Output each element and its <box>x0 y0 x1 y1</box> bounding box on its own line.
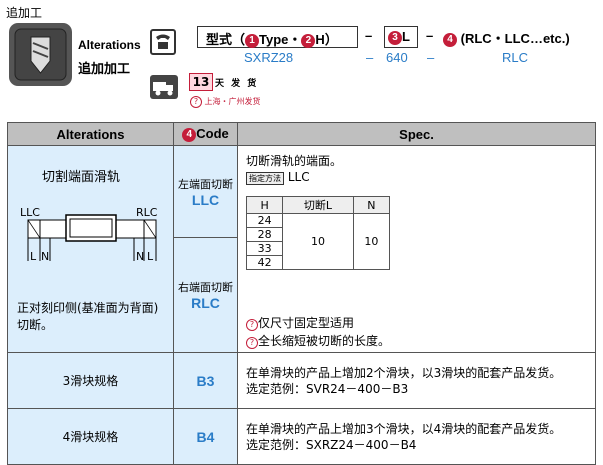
sub-header-l: 切断L <box>282 196 354 214</box>
example-model: SXRZ28 <box>244 50 294 65</box>
shipping-sub: ? 上海・广州发货 <box>190 96 261 108</box>
circle-2: 2 <box>301 34 316 48</box>
shipping-days: 13 <box>189 73 213 91</box>
diagram-l-left: L <box>30 250 37 263</box>
spec-example: 选定范例：SXRZ24－400－B4 <box>246 437 417 452</box>
circle-4: 4 <box>443 33 457 47</box>
code-cell-rlc: 右端面切断 RLC <box>173 237 238 353</box>
header-alterations: Alterations <box>7 122 174 146</box>
alteration-note: 正对刻印侧(基准面为背面)切断。 <box>17 301 159 332</box>
spec-line1: 切断滑轨的端面。 <box>246 154 343 168</box>
table-row: 右端面切断 RLC <box>8 237 596 353</box>
diagram-l-right: L <box>147 250 154 263</box>
code-value-llc: LLC <box>191 191 220 208</box>
spec-method: 指定方法 LLC <box>246 170 310 185</box>
spec-text: 在单滑块的产品上增加3个滑块，以4滑块的配套产品发货。 <box>246 421 562 436</box>
spec-tag: 指定方法 <box>246 172 284 185</box>
tab-label: 追加工 <box>6 6 43 20</box>
example-length: 640 <box>386 50 408 65</box>
alteration-icon <box>9 23 72 86</box>
header-code-circle: 4 <box>182 128 197 142</box>
spec-note-2: ?全长缩短被切断的长度。 <box>246 332 390 349</box>
spec-example: 选定范例：SVR24－400－B3 <box>246 381 409 396</box>
spec-cell: 在单滑块的产品上增加2个滑块，以3滑块的配套产品发货。 选定范例：SVR24－4… <box>237 352 596 409</box>
table-row: 3滑块规格 B3 在单滑块的产品上增加2个滑块，以3滑块的配套产品发货。 选定范… <box>7 352 596 409</box>
diagram-rlc: RLC <box>136 206 158 219</box>
truck-icon <box>150 75 178 99</box>
header-title-en: Alterations <box>78 38 141 52</box>
example-dash-1: – <box>366 50 374 65</box>
format-options: 4 (RLC・LLC…etc.) <box>443 28 570 47</box>
shipping-label: 天 发 货 <box>215 79 259 89</box>
sub-cell-l: 10 <box>282 213 354 270</box>
diagram-n-left: N <box>41 250 50 263</box>
table-row: 4滑块规格 B4 在单滑块的产品上增加3个滑块，以4滑块的配套产品发货。 选定范… <box>7 408 596 465</box>
code-label-rlc: 右端面切断 <box>178 281 233 294</box>
table-row: 切割端面滑轨 LLC RLC <box>7 145 596 353</box>
rail-diagram: LLC RLC L N N L <box>20 206 165 276</box>
header-title-cn: 追加加工 <box>78 62 131 77</box>
code-value-b4: B4 <box>173 408 238 465</box>
alteration-cell: 4滑块规格 <box>7 408 174 465</box>
sub-cell-h: 33 <box>245 241 284 256</box>
example-dash-2: – <box>427 50 435 65</box>
note-pin-icon: ? <box>246 319 258 331</box>
diagram-n-right: N <box>136 250 145 263</box>
sub-cell-h: 42 <box>245 255 284 270</box>
phone-icon <box>150 29 176 55</box>
sub-cell-h: 24 <box>245 213 284 228</box>
sub-cell-n: 10 <box>352 213 391 270</box>
spec-note-1: ?仅尺寸固定型适用 <box>246 314 354 331</box>
alteration-title: 切割端面滑轨 <box>42 170 121 185</box>
spec-cell: 在单滑块的产品上增加3个滑块，以4滑块的配套产品发货。 选定范例：SXRZ24－… <box>237 408 596 465</box>
note-pin-icon: ? <box>246 337 258 349</box>
alteration-cell: 切割端面滑轨 LLC RLC <box>7 145 174 353</box>
diagram-llc: LLC <box>20 206 40 219</box>
pin-icon: ? <box>190 96 202 108</box>
circle-1: 1 <box>245 34 260 48</box>
code-label-llc: 左端面切断 <box>178 177 233 191</box>
format-dash-1: – <box>365 28 373 43</box>
alteration-cell: 3滑块规格 <box>7 352 174 409</box>
spec-text: 在单滑块的产品上增加2个滑块，以3滑块的配套产品发货。 <box>246 365 562 380</box>
format-dash-2: – <box>426 28 434 43</box>
example-option: RLC <box>502 50 529 65</box>
sub-cell-h: 28 <box>245 227 284 242</box>
sub-header-h: H <box>245 196 284 214</box>
code-value-b3: B3 <box>173 352 238 409</box>
sub-header-n: N <box>352 196 391 214</box>
code-cell-llc: 左端面切断 LLC <box>173 145 238 238</box>
header-spec: Spec. <box>237 122 596 146</box>
circle-3: 3 <box>388 31 402 45</box>
code-value-rlc: RLC <box>191 295 220 311</box>
